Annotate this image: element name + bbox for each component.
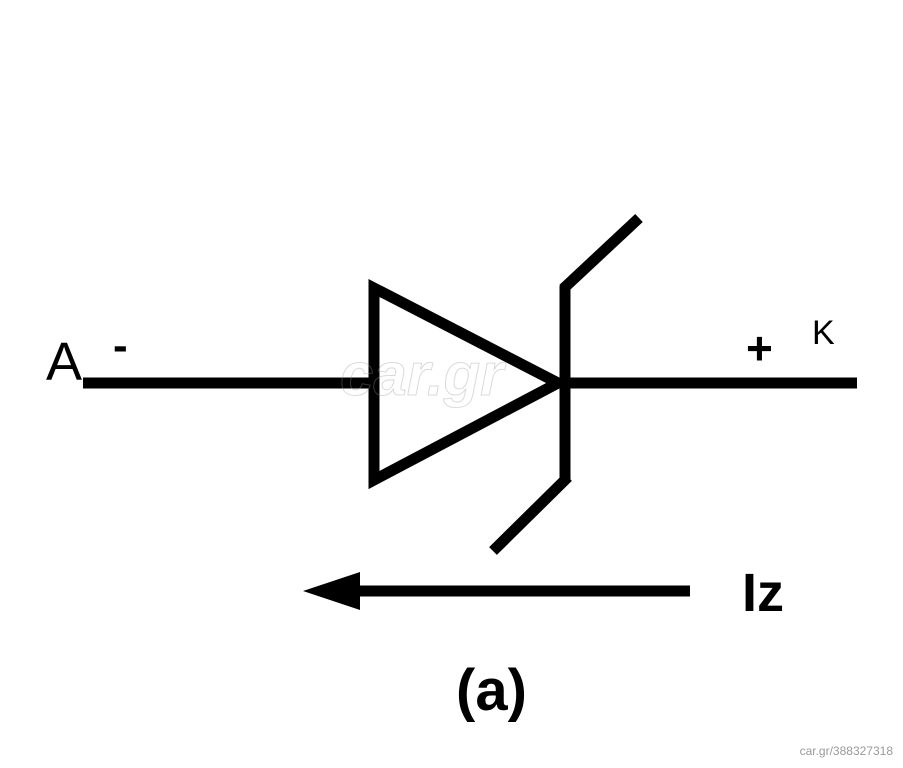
zener-current-label: Iz (742, 563, 785, 623)
anode-polarity-label: - (113, 321, 128, 370)
figure-caption: (a) (456, 658, 527, 723)
cathode-polarity-label: + (746, 322, 773, 374)
anode-label: A (46, 332, 83, 392)
current-arrow-head (303, 572, 360, 610)
diode-triangle (368, 278, 570, 490)
zener-lower-wing (489, 473, 572, 555)
car-gr-watermark-logo: car.gr (339, 341, 504, 408)
zener-upper-wing (559, 213, 643, 294)
watermark-id-text: car.gr/388327318 (799, 744, 893, 758)
cathode-label: K (812, 314, 835, 352)
